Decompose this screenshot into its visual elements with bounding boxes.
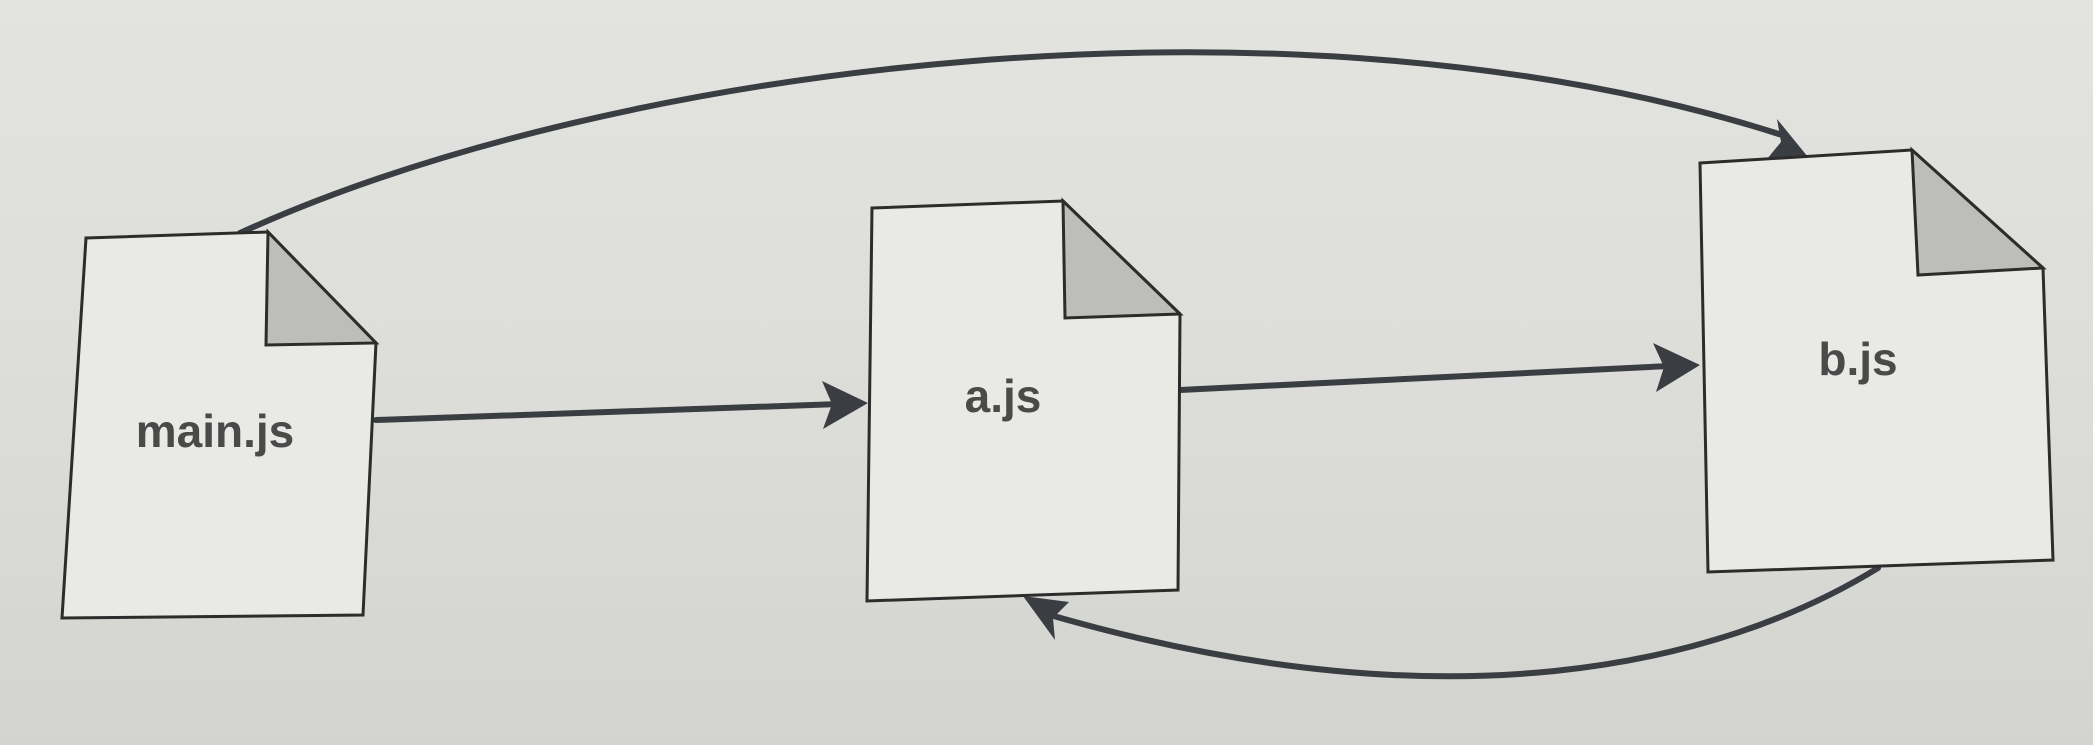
edge-main-to-b-line xyxy=(237,49,1785,236)
edge-main-to-b-arrowhead-icon xyxy=(1767,119,1808,159)
file-node-a: a.js xyxy=(865,197,1184,603)
edges xyxy=(237,49,1881,680)
file-node-main: main.js xyxy=(60,228,380,620)
edge-main-to-b xyxy=(237,49,1808,236)
edge-main-to-a-arrowhead-icon xyxy=(822,381,868,429)
edge-main-to-a xyxy=(373,381,868,429)
file-node-b: b.js xyxy=(1698,146,2055,574)
file-label-b: b.js xyxy=(1818,333,1897,385)
edge-main-to-a-line xyxy=(373,401,843,423)
edge-b-to-a-line xyxy=(1047,565,1881,680)
nodes: main.js a.js b.js xyxy=(60,146,2055,620)
edge-b-to-a-arrowhead-icon xyxy=(1023,596,1069,640)
edge-a-to-b-arrowhead-icon xyxy=(1653,343,1700,392)
file-corner-fold-icon xyxy=(264,228,380,347)
file-corner-fold-icon xyxy=(1910,146,2047,277)
edge-a-to-b xyxy=(1177,343,1700,393)
edge-a-to-b-line xyxy=(1177,363,1673,393)
file-label-main: main.js xyxy=(136,405,295,457)
file-corner-fold-icon xyxy=(1061,197,1184,320)
edge-b-to-a xyxy=(1023,565,1881,680)
file-label-a: a.js xyxy=(965,370,1042,422)
